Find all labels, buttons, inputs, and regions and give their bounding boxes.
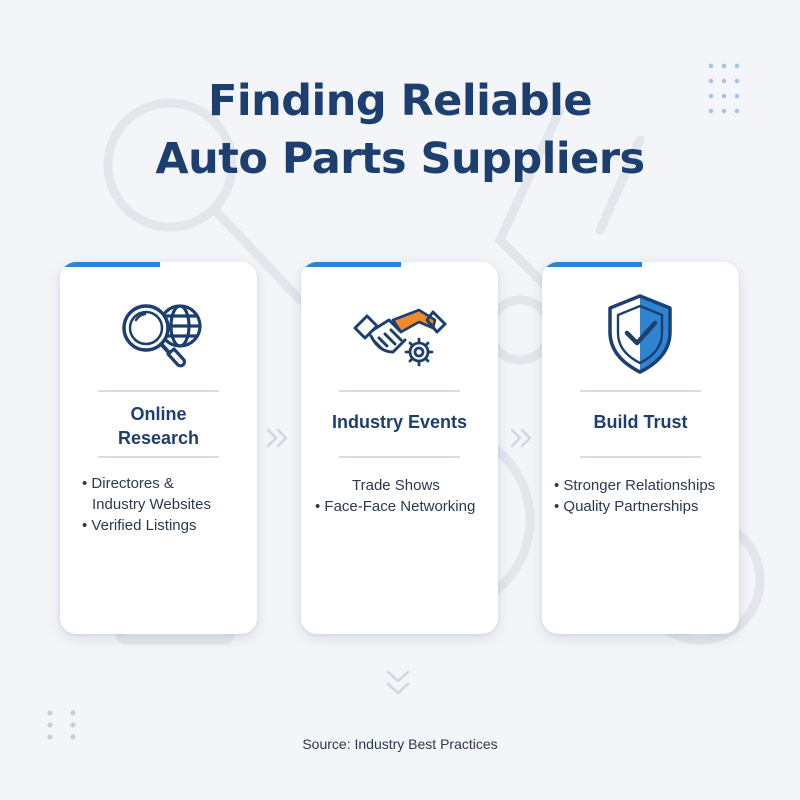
card-bullet-list: Trade Shows • Face-Face Networking — [301, 475, 498, 517]
page-title: Finding Reliable Auto Parts Suppliers — [0, 72, 800, 188]
handshake-gear-icon — [353, 308, 447, 367]
title-line-1: Finding Reliable — [207, 76, 593, 126]
bullet-item: Trade Shows — [352, 477, 440, 494]
card-online-research: Online Research • Directores & Industry … — [60, 262, 257, 634]
card-divider-top — [98, 390, 219, 392]
card-title: Build Trust — [593, 412, 688, 432]
card-bullet-list: • Stronger Relationships • Quality Partn… — [542, 475, 739, 517]
card-title-line-1: Online — [130, 404, 187, 424]
bullet-item: • Directores & — [82, 475, 174, 492]
card-title: Online Research — [60, 402, 257, 450]
dot-grid-top-right — [708, 63, 740, 114]
dot-grid-bottom-left — [47, 710, 76, 740]
title-line-2: Auto Parts Suppliers — [155, 134, 645, 184]
shield-check-icon — [608, 294, 672, 374]
card-divider-bottom — [98, 456, 219, 458]
bullet-item: Industry Websites — [92, 496, 211, 513]
card-accent-bar — [60, 262, 160, 267]
card-divider-top — [339, 390, 460, 392]
card-accent-bar — [301, 262, 401, 267]
card-bullet-list: • Directores & Industry Websites • Verif… — [60, 473, 257, 536]
card-industry-events: Industry Events Trade Shows • Face-Face … — [301, 262, 498, 634]
source-footnote: Source: Industry Best Practices — [302, 736, 498, 752]
bullet-item: • Face-Face Networking — [315, 498, 476, 515]
card-divider-bottom — [339, 456, 460, 458]
card-build-trust: Build Trust • Stronger Relationships • Q… — [542, 262, 739, 634]
card-accent-bar — [542, 262, 642, 267]
bullet-item: • Stronger Relationships — [554, 477, 716, 494]
card-divider-top — [580, 390, 701, 392]
card-divider-bottom — [580, 456, 701, 458]
bullet-item: • Verified Listings — [82, 517, 197, 534]
card-title: Industry Events — [331, 412, 468, 432]
card-title-line-2: Research — [117, 428, 200, 448]
bullet-item: • Quality Partnerships — [554, 498, 699, 515]
magnifier-globe-icon — [122, 304, 202, 368]
